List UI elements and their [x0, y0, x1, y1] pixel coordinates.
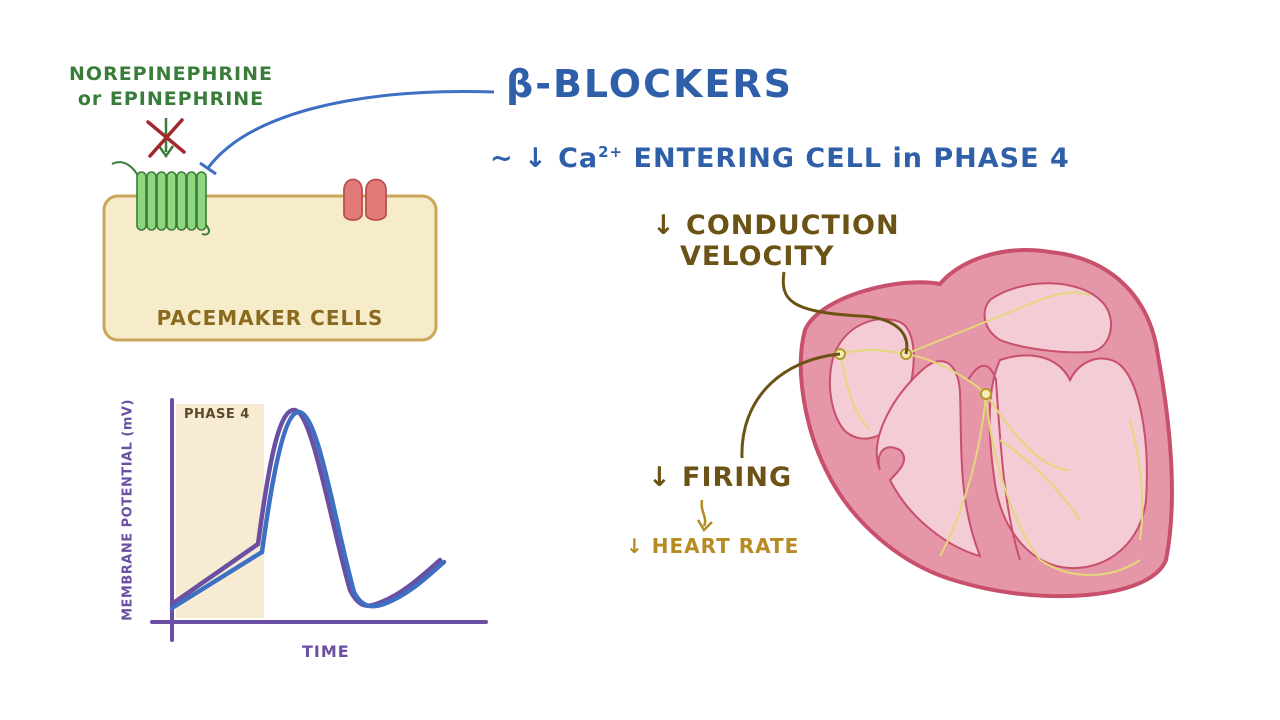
ligand-label: NOREPINEPHRINE or EPINEPHRINE — [69, 63, 273, 110]
firing-label: ↓ FIRING — [648, 462, 793, 493]
page-title: β-BLOCKERS — [506, 62, 794, 106]
phase-4-label: PHASE 4 — [184, 407, 250, 422]
calcium-effect-line: ~ ↓ Ca2+ ENTERING CELL in PHASE 4 — [490, 143, 1070, 174]
effect-prefix: ~ — [490, 143, 514, 174]
firing-to-heart-rate-arrow-icon — [696, 499, 713, 533]
blocked-ligand-arrow-icon — [146, 118, 186, 159]
action-potential-beta-blocked-curve — [169, 409, 447, 611]
heart-illustration — [798, 248, 1174, 599]
heart-rate-label: ↓ HEART RATE — [626, 534, 800, 558]
effect-ion: Ca — [558, 143, 599, 174]
beta-blocker-pointer-icon — [199, 90, 495, 176]
y-axis-label: MEMBRANE POTENTIAL (mV) — [120, 399, 136, 621]
conduction-velocity-label: ↓ CONDUCTION VELOCITY — [652, 210, 900, 272]
effect-charge: 2+ — [598, 143, 624, 161]
firing-leader-line — [740, 352, 841, 459]
x-axis-label: TIME — [302, 642, 350, 661]
conduction-line-2: VELOCITY — [680, 241, 835, 272]
effect-arrow: ↓ — [524, 143, 548, 174]
conduction-leader-line — [781, 271, 909, 355]
conduction-line-1: ↓ CONDUCTION — [652, 210, 900, 241]
pacemaker-cell-label: PACEMAKER CELLS — [156, 306, 384, 330]
his-bundle-node-icon — [980, 388, 992, 400]
calcium-channel-icon — [343, 178, 387, 221]
pacemaker-cell-body — [102, 194, 438, 342]
beta-receptor-icon — [111, 161, 210, 236]
phase-4-highlight — [176, 404, 264, 618]
action-potential-baseline-curve — [169, 407, 443, 608]
conduction-pathway-icon — [839, 291, 1144, 576]
effect-text: ENTERING CELL in PHASE 4 — [633, 143, 1070, 174]
